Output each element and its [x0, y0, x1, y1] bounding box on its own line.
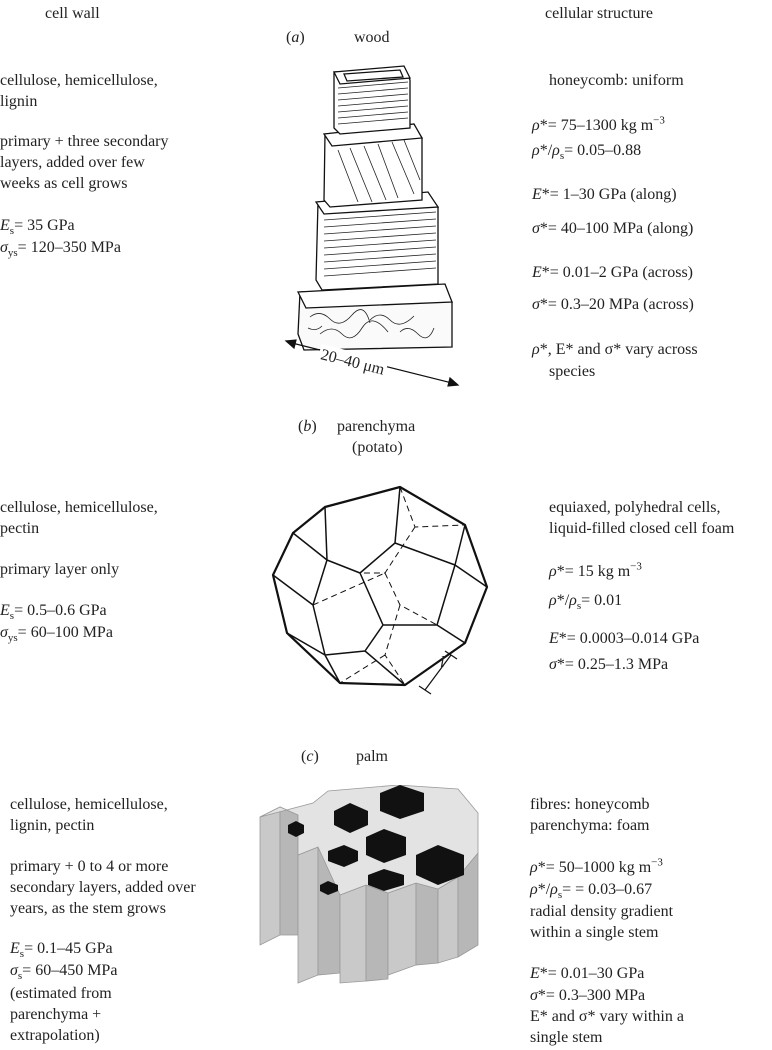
- b-structure-2: liquid-filled closed cell foam: [549, 520, 735, 537]
- b-rel-density: ρ*/ρs= 0.01: [549, 592, 623, 613]
- a-vary-2: species: [549, 363, 596, 380]
- a-E-along: E*= 1–30 GPa (along): [532, 186, 677, 203]
- c-structure-2: parenchyma: foam: [530, 817, 650, 834]
- tetrakaidecahedron-cell: [271, 485, 489, 695]
- c-composition-1: cellulose, hemicellulose,: [10, 796, 168, 813]
- b-composition-2: pectin: [0, 520, 40, 537]
- c-layers-3: years, as the stem grows: [10, 900, 166, 917]
- a-structure: honeycomb: uniform: [549, 72, 684, 89]
- panel-a-label: (a): [286, 29, 305, 46]
- b-E: E*= 0.0003–0.014 GPa: [549, 630, 700, 647]
- a-rho: ρ*= 75–1300 kg m−3: [532, 114, 665, 134]
- a-sigma-across: σ*= 0.3–20 MPa (across): [532, 296, 694, 313]
- b-Es: Es= 0.5–0.6 GPa: [0, 602, 107, 623]
- panel-b-label: (b): [298, 418, 317, 435]
- c-note-2: parenchyma +: [10, 1006, 102, 1023]
- b-sigma: σ*= 0.25–1.3 MPa: [549, 656, 669, 673]
- c-vary-1: E* and σ* vary within a: [530, 1008, 684, 1025]
- wood-cell-illustration: [284, 65, 460, 387]
- c-vary-2: single stem: [530, 1029, 603, 1046]
- b-composition-1: cellulose, hemicellulose,: [0, 499, 158, 516]
- a-sigma-along: σ*= 40–100 MPa (along): [532, 220, 694, 237]
- a-E-across: E*= 0.01–2 GPa (across): [532, 264, 693, 281]
- panel-a-title: wood: [354, 29, 390, 46]
- panel-c-label: (c): [301, 748, 319, 765]
- panel-b-subtitle: (potato): [352, 439, 403, 456]
- a-composition-2: lignin: [0, 93, 38, 110]
- a-vary-1: ρ*, E* and σ* vary across: [532, 341, 698, 358]
- a-Es: Es= 35 GPa: [0, 217, 75, 238]
- c-E: E*= 0.01–30 GPa: [530, 965, 645, 982]
- cell-wall-header: cell wall: [45, 5, 100, 22]
- c-Es: Es= 0.1–45 GPa: [10, 940, 113, 961]
- palm-honeycomb-illustration: [259, 785, 479, 984]
- c-rho: ρ*= 50–1000 kg m−3: [530, 856, 663, 876]
- a-composition-1: cellulose, hemicellulose,: [0, 72, 158, 89]
- a-rel-density: ρ*/ρs= 0.05–0.88: [532, 142, 642, 163]
- panel-c-title: palm: [356, 748, 388, 765]
- c-gradient-2: within a single stem: [530, 924, 659, 941]
- c-note-3: extrapolation): [10, 1027, 100, 1044]
- c-layers-1: primary + 0 to 4 or more: [10, 858, 169, 875]
- c-structure-1: fibres: honeycomb: [530, 796, 650, 813]
- panel-b-title: parenchyma: [337, 418, 416, 435]
- c-sigma: σ*= 0.3–300 MPa: [530, 987, 646, 1004]
- b-edge-label: l: [440, 654, 445, 671]
- b-sigma-ys: σys= 60–100 MPa: [0, 624, 113, 645]
- c-composition-2: lignin, pectin: [10, 817, 95, 834]
- a-layers-1: primary + three secondary: [0, 133, 169, 150]
- b-layers: primary layer only: [0, 561, 120, 578]
- c-sigma-s: σs= 60–450 MPa: [10, 962, 118, 983]
- c-rel-density: ρ*/ρs= = 0.03–0.67: [530, 881, 653, 902]
- a-sigma-ys: σys= 120–350 MPa: [0, 239, 121, 260]
- c-gradient-1: radial density gradient: [530, 903, 674, 920]
- b-structure-1: equiaxed, polyhedral cells,: [549, 499, 721, 516]
- cellular-structure-header: cellular structure: [545, 5, 653, 22]
- c-layers-2: secondary layers, added over: [10, 879, 196, 896]
- a-layers-3: weeks as cell grows: [0, 175, 128, 192]
- b-rho: ρ*= 15 kg m−3: [549, 560, 642, 580]
- c-note-1: (estimated from: [10, 985, 112, 1002]
- a-layers-2: layers, added over few: [0, 154, 145, 171]
